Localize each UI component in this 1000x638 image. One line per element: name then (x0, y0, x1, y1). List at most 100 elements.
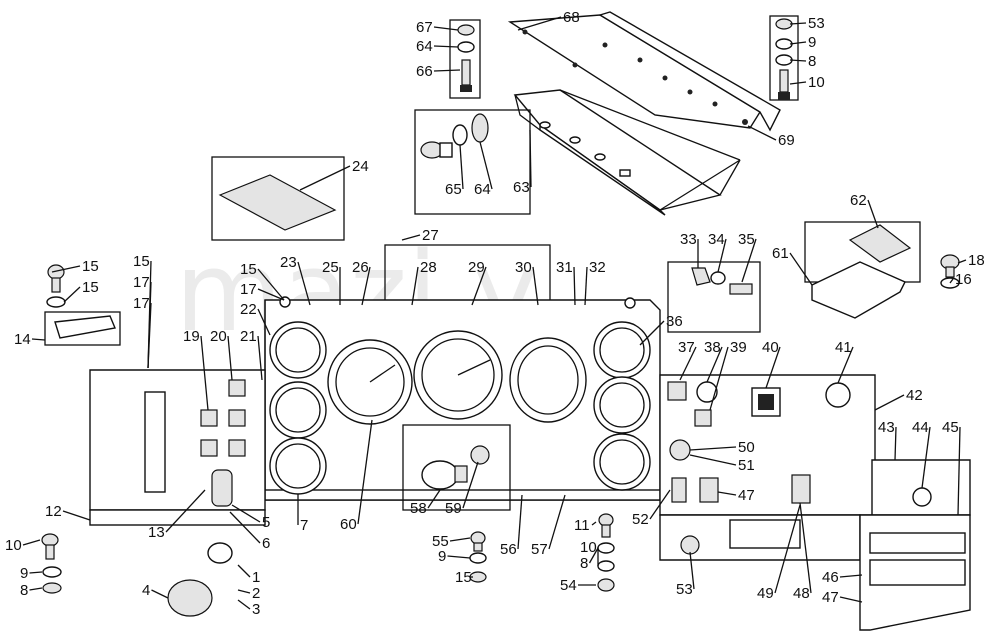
leader-line-10 (22, 539, 41, 546)
leader-line-9 (447, 555, 471, 559)
leader-line-9 (789, 41, 807, 45)
leader-line-12 (62, 510, 91, 521)
callout-label-19: 19 (183, 328, 200, 345)
leader-line-42 (874, 394, 905, 411)
callout-label-1: 1 (252, 569, 260, 586)
leader-line-53 (689, 551, 695, 590)
leader-line-22 (257, 308, 271, 336)
leader-line-31 (573, 266, 576, 306)
callout-label-10: 10 (580, 539, 597, 556)
leader-line-13 (165, 489, 206, 533)
callout-label-10: 10 (5, 537, 22, 554)
callout-label-12: 12 (45, 503, 62, 520)
mounting-bracket-assembly (507, 11, 781, 216)
gauges (269, 296, 651, 495)
leader-line-64 (433, 45, 459, 48)
leader-line-8 (789, 59, 807, 62)
leader-line-58 (427, 489, 441, 509)
leader-line-9 (29, 571, 43, 574)
cover-inset-box (211, 156, 345, 241)
leader-line-50 (689, 446, 737, 451)
leader-line-62 (867, 199, 879, 229)
leader-line-23 (297, 261, 311, 306)
leader-line-4 (151, 589, 169, 599)
callout-label-17: 17 (133, 274, 150, 291)
callout-label-13: 13 (148, 524, 165, 541)
callout-label-30: 30 (515, 259, 532, 276)
leader-line-19 (200, 335, 209, 411)
callout-label-16: 16 (955, 271, 972, 288)
leader-line-44 (921, 426, 931, 489)
callout-label-23: 23 (280, 254, 297, 271)
leader-line-34 (717, 238, 727, 273)
bolt-washer-stack-right (775, 18, 793, 100)
leader-line-26 (361, 266, 371, 306)
leader-line-17 (257, 288, 285, 301)
callout-label-10: 10 (808, 74, 825, 91)
leader-line-29 (471, 266, 487, 306)
leader-line-30 (532, 266, 539, 306)
callout-label-33: 33 (680, 231, 697, 248)
callout-label-8: 8 (580, 555, 588, 572)
left-bolt-top (46, 264, 66, 308)
leader-line-8 (29, 587, 43, 591)
leader-line-57 (548, 494, 566, 550)
leader-line-3 (237, 599, 251, 610)
callout-label-7: 7 (300, 517, 308, 534)
bracket-plate-60 (811, 261, 906, 319)
leader-line-18 (957, 259, 967, 264)
leader-line-27 (401, 234, 421, 241)
callout-label-38: 38 (704, 339, 721, 356)
callout-label-58: 58 (410, 500, 427, 517)
leader-line-36 (639, 320, 665, 346)
strip-bracket (54, 315, 116, 339)
small-cover-plate (848, 224, 912, 263)
leader-line-15 (63, 286, 81, 303)
lamp-parts-inset (667, 261, 761, 333)
leader-line-14 (31, 338, 46, 341)
callout-label-43: 43 (878, 419, 895, 436)
callout-label-15: 15 (133, 253, 150, 270)
center-bolt-stack (469, 531, 487, 583)
callout-label-17: 17 (133, 295, 150, 312)
callout-label-3: 3 (252, 601, 260, 618)
leader-line-5 (231, 504, 261, 523)
callout-label-40: 40 (762, 339, 779, 356)
leader-line-16 (949, 278, 954, 284)
right-side-panels (859, 459, 971, 631)
leader-line-56 (517, 494, 523, 550)
leader-line-8 (588, 547, 599, 564)
left-bolt-bottom (41, 533, 62, 594)
callout-label-56: 56 (500, 541, 517, 558)
leader-line-64 (479, 141, 493, 190)
callout-label-29: 29 (468, 259, 485, 276)
callout-label-63: 63 (513, 179, 530, 196)
callout-label-50: 50 (738, 439, 755, 456)
callout-label-25: 25 (322, 259, 339, 276)
leader-line-39 (709, 346, 729, 411)
leader-line-48 (799, 502, 812, 594)
leader-line-61 (789, 252, 813, 286)
callout-label-11: 11 (574, 517, 590, 534)
leader-line-20 (227, 335, 233, 381)
leader-line-21 (257, 335, 263, 381)
callout-label-44: 44 (912, 419, 929, 436)
leader-line-69 (747, 125, 777, 141)
leader-line-32 (584, 266, 588, 306)
leader-line-15 (51, 265, 81, 273)
callout-label-9: 9 (20, 565, 28, 582)
left-bracket-inset (44, 311, 121, 346)
callout-label-27: 27 (422, 227, 439, 244)
plug-parts (420, 113, 489, 159)
callout-label-15: 15 (240, 261, 257, 278)
leader-line-10 (789, 81, 807, 85)
leader-line-38 (706, 346, 723, 383)
callout-label-61: 61 (772, 245, 789, 262)
leader-line-59 (462, 461, 479, 509)
callout-label-26: 26 (352, 259, 369, 276)
leader-line-17 (147, 302, 152, 369)
callout-label-17: 17 (240, 281, 257, 298)
callout-label-34: 34 (708, 231, 725, 248)
callout-label-36: 36 (666, 313, 683, 330)
